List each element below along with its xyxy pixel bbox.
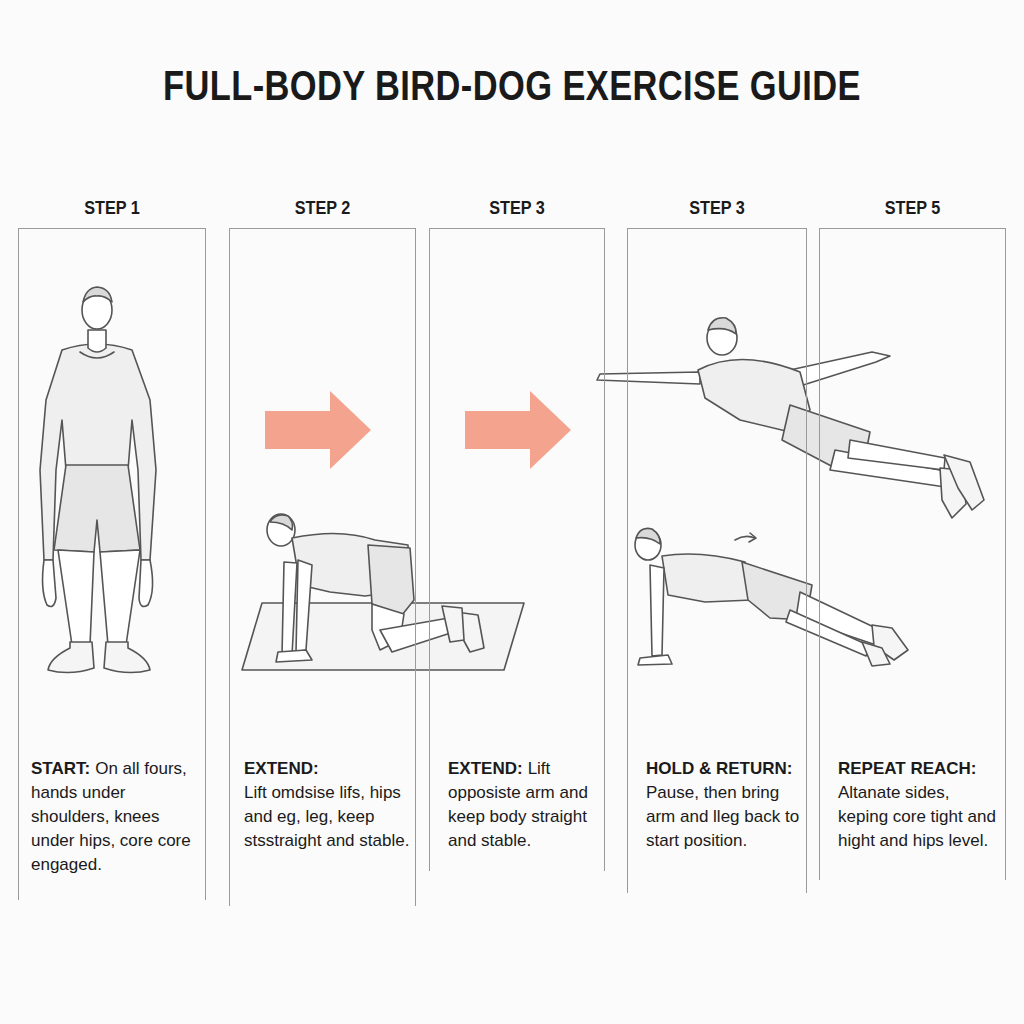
step-description: START:On all fours, hands under shoulder… (31, 757, 201, 877)
step-description: HOLD & RETURN:Pause, then bring arm and … (646, 757, 804, 853)
step-label: STEP 5 (829, 198, 996, 219)
step-heading: REPEAT REACH: (838, 757, 1003, 781)
kneeling-figure (242, 514, 524, 670)
step-panel: STEP 3HOLD & RETURN:Pause, then bring ar… (627, 228, 807, 893)
step-description: REPEAT REACH:Altanate sides, keping core… (838, 757, 1003, 853)
step-label: STEP 3 (637, 198, 797, 219)
step-label: STEP 1 (28, 198, 195, 219)
step-label: STEP 2 (239, 198, 406, 219)
step-panel: STEP 5REPEAT REACH:Altanate sides, kepin… (819, 228, 1006, 880)
diagram-title: FULL-BODY BIRD-DOG EXERCISE GUIDE (92, 62, 932, 110)
step-instruction: Pause, then bring arm and lleg back to s… (646, 783, 799, 850)
step-heading: EXTEND: (244, 757, 412, 781)
standing-figure (40, 287, 156, 673)
plank-figure (635, 528, 908, 666)
step-description: EXTEND:Lift omdsise lifs, hips and eg, l… (244, 757, 412, 853)
step-heading: HOLD & RETURN: (646, 757, 804, 781)
step-panel: STEP 2EXTEND:Lift omdsise lifs, hips and… (229, 228, 416, 906)
step-instruction: Altanate sides, keping core tight and hi… (838, 783, 996, 850)
step-instruction: Lift omdsise lifs, hips and eg, leg, kee… (244, 783, 409, 850)
step-description: EXTEND:Lift opposiste arm and keep body … (448, 757, 604, 853)
step-panel: STEP 1START:On all fours, hands under sh… (18, 228, 206, 900)
extended-figure (597, 318, 984, 518)
step-label: STEP 3 (439, 198, 596, 219)
step-panel: STEP 3EXTEND:Lift opposiste arm and keep… (429, 228, 605, 871)
step-heading: START: (31, 759, 90, 778)
direction-arrows (265, 391, 571, 469)
step-heading: EXTEND: (448, 759, 523, 778)
